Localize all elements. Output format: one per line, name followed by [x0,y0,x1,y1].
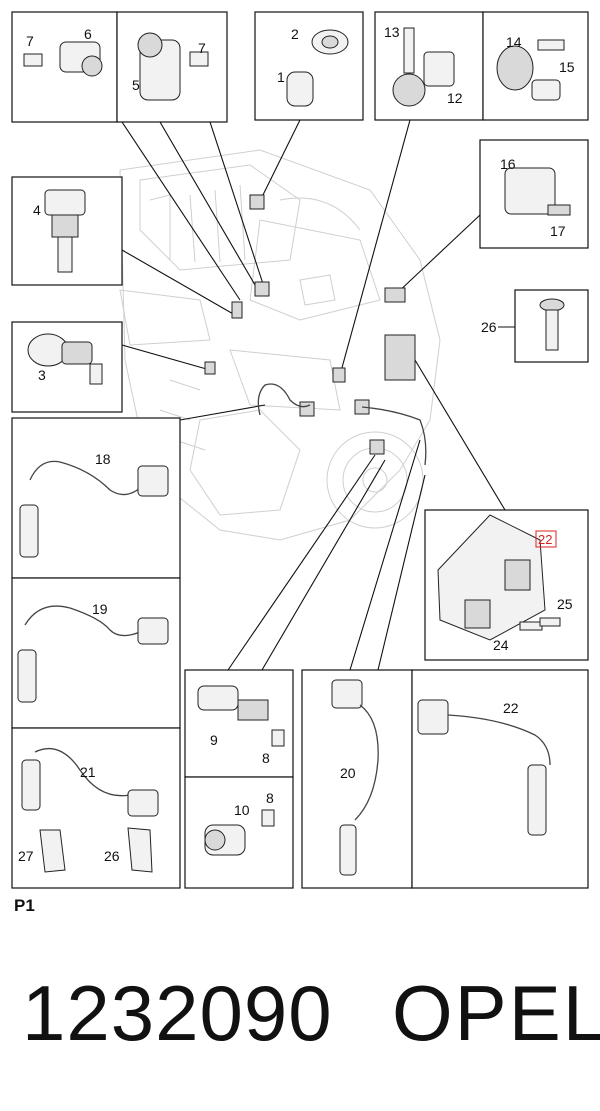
box-part-3 [11,321,123,413]
callout-22-highlight [535,530,557,548]
callout-2: 2 [291,26,299,42]
callout-11: 12 [447,90,463,106]
part-number: 1232090 [22,969,333,1057]
box-part-17 [11,417,181,579]
callout-12: 13 [384,24,400,40]
brand-name: OPEL [392,969,600,1057]
callout-13: 14 [506,34,522,50]
callout-5: 5 [132,77,140,93]
callout-6: 6 [84,26,92,42]
callout-1: 1 [277,69,285,85]
part-sketches [17,27,571,876]
callout-14: 15 [559,59,575,75]
callout-20: 21 [80,764,96,780]
callout-7a: 7 [26,33,34,49]
callout-9: 9 [210,732,218,748]
parts-diagram: 7 6 5 7 2 1 13 12 14 15 16 17 4 3 26 18 … [11,11,589,889]
callout-15: 16 [500,156,516,172]
callout-27: 27 [18,848,34,864]
callout-19: 20 [340,765,356,781]
callout-8b: 8 [266,790,274,806]
callout-10: 10 [234,802,250,818]
page-label: P1 [14,896,35,915]
callout-24: 25 [557,596,573,612]
callout-18: 19 [92,601,108,617]
callout-7b: 7 [198,40,206,56]
box-parts-8-9 [184,669,294,778]
callout-labels: 7 6 5 7 2 1 13 12 14 15 16 17 4 3 26 18 … [18,24,575,864]
callout-26: 26 [104,848,120,864]
callout-4: 4 [33,202,41,218]
callout-25: 26 [481,319,497,335]
callout-16: 17 [550,223,566,239]
callout-17: 18 [95,451,111,467]
box-parts-5-7 [116,11,228,123]
callout-23: 24 [493,637,509,653]
callout-22: 22 [538,532,552,547]
callout-21: 22 [503,700,519,716]
box-parts-13-14 [482,11,589,121]
leader-lines [121,119,515,671]
callout-8a: 8 [262,750,270,766]
callout-3: 3 [38,367,46,383]
box-part-18 [11,577,181,729]
